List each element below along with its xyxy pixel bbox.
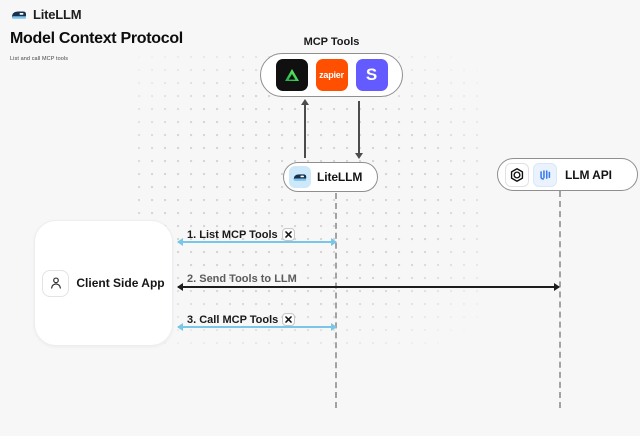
person-glyph (50, 277, 61, 289)
openai-glyph (510, 167, 524, 182)
mcp-tools-label: MCP Tools (303, 36, 360, 48)
brand-text: LiteLLM (33, 7, 82, 22)
seq3-label: 3. Call MCP Tools (187, 313, 279, 326)
arrowhead-right (331, 322, 337, 331)
arrow-up-head (300, 99, 309, 105)
openai-icon (505, 162, 529, 187)
page-title: Model Context Protocol (10, 30, 183, 47)
arrow-list-mcp-tools (177, 237, 337, 246)
litellm-node-label: LiteLLM (317, 170, 363, 184)
litellm-node: LiteLLM (283, 162, 378, 192)
llm-api-node-label: LLM API (565, 167, 612, 182)
seq1-label-row: 1. List MCP Tools (187, 228, 295, 241)
arrow-down-head (354, 153, 363, 159)
triangle-glyph (284, 69, 299, 81)
seq3-label-row: 3. Call MCP Tools (187, 313, 296, 326)
tools-icon (282, 313, 296, 326)
mcp-tools-node: zapier S (260, 53, 403, 97)
seq2-label-row: 2. Send Tools to LLM (187, 273, 297, 285)
litellm-node-icon (289, 166, 311, 188)
arrow-send-tools-to-llm (177, 282, 560, 291)
dot-grid-background (138, 56, 484, 348)
green-triangle-tool-icon (275, 59, 308, 91)
litellm-glyph (293, 174, 307, 181)
page-subtitle: List and call MCP tools (10, 56, 69, 62)
seq1-label: 1. List MCP Tools (187, 228, 278, 241)
arrow-call-mcp-tools (177, 322, 337, 331)
arrowhead-left (177, 322, 183, 331)
llm-api-node: LLM API (497, 158, 638, 191)
zapier-label: zapier (319, 70, 344, 80)
stripe-letter: S (365, 65, 378, 84)
client-side-app-node: Client Side App (34, 220, 173, 346)
llm-provider-icon (533, 162, 557, 187)
zapier-tool-icon: zapier (315, 59, 348, 91)
arrowhead-left (177, 237, 183, 246)
user-icon (42, 269, 70, 297)
litellm-logo-icon (12, 11, 26, 19)
arrow-litellm-to-mcp-line (304, 104, 306, 158)
arrowhead-right (554, 282, 560, 291)
provider-glyph (540, 169, 551, 180)
stripe-tool-icon: S (355, 59, 388, 91)
client-side-app-label: Client Side App (76, 276, 165, 290)
arrowhead-right (331, 237, 337, 246)
arrow-mcp-to-litellm-line (358, 101, 360, 154)
llm-api-lifeline (559, 191, 561, 408)
arrowhead-left (177, 282, 183, 291)
tools-icon (281, 228, 295, 241)
litellm-lifeline (335, 193, 337, 408)
seq2-label: 2. Send Tools to LLM (187, 273, 297, 285)
brand: LiteLLM (10, 7, 82, 22)
